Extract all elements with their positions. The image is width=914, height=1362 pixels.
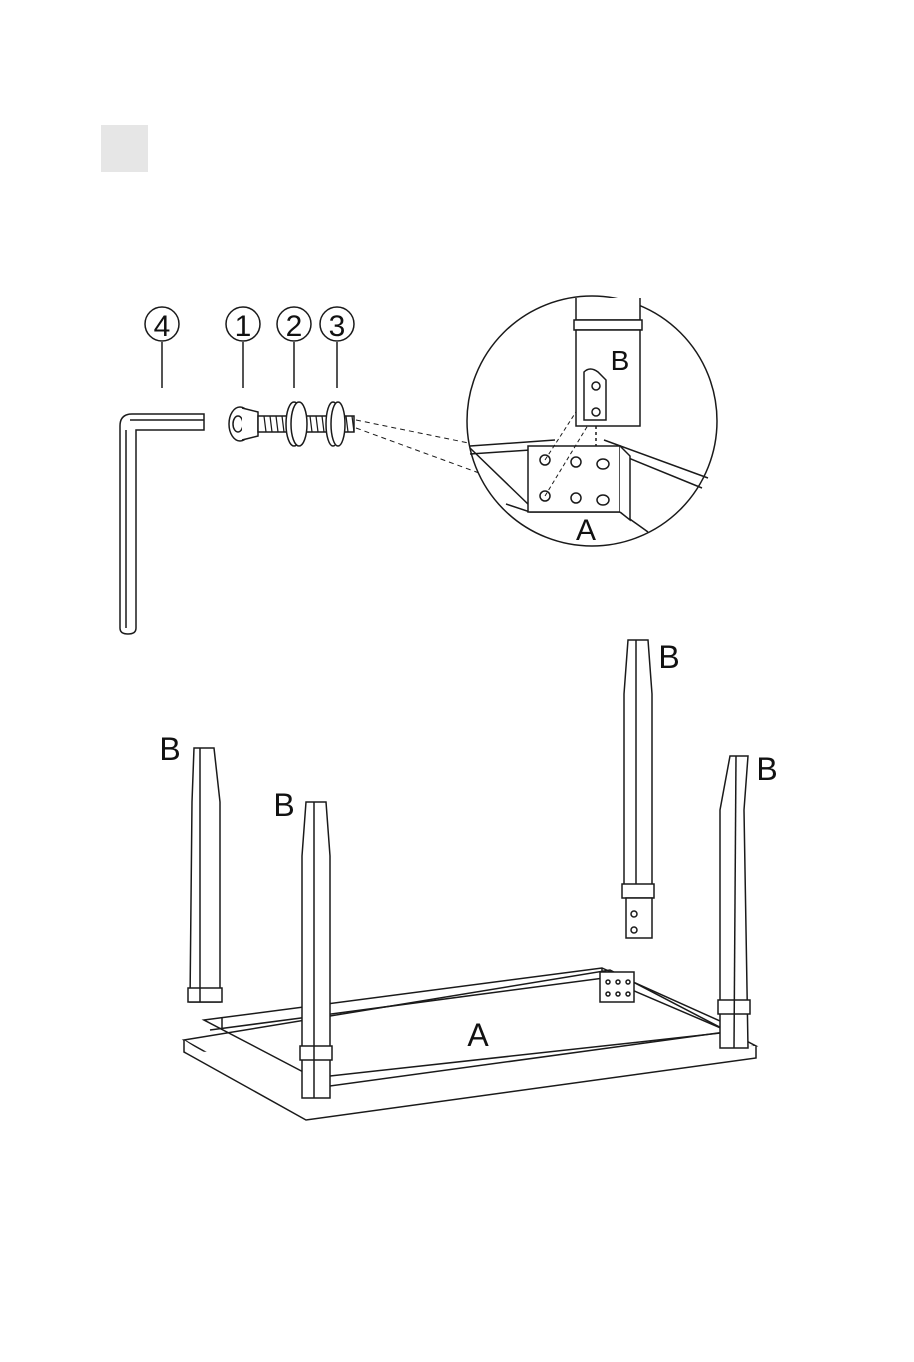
leg-label-1: B (159, 731, 180, 767)
part-callout-2: 2 (277, 307, 311, 388)
part-callout-1: 1 (226, 307, 260, 388)
part-number-1: 1 (235, 310, 252, 343)
part-number-3: 3 (329, 310, 346, 343)
spring-washer-icon (326, 402, 345, 446)
leg-1 (188, 748, 222, 1002)
part-number-2: 2 (286, 310, 303, 343)
part-number-4: 4 (154, 310, 171, 343)
washer-icon (286, 402, 307, 446)
detail-leg (574, 298, 642, 446)
leg-label-3: B (658, 639, 679, 675)
detail-frame-label: A (576, 514, 596, 547)
leg-2 (300, 802, 332, 1098)
allen-key-icon (120, 414, 204, 634)
detail-view: B A (467, 296, 717, 547)
leg-4 (718, 756, 750, 1048)
corner-bracket (528, 446, 630, 520)
leg-label-2: B (273, 787, 294, 823)
frame-bracket (600, 972, 634, 1002)
detail-leg-label: B (611, 345, 630, 376)
part-callout-4: 4 (145, 307, 179, 388)
frame-label: A (467, 1017, 489, 1053)
part-callout-3: 3 (320, 307, 354, 388)
step-badge (101, 125, 148, 172)
leg-3 (622, 640, 654, 938)
leg-label-4: B (756, 751, 777, 787)
